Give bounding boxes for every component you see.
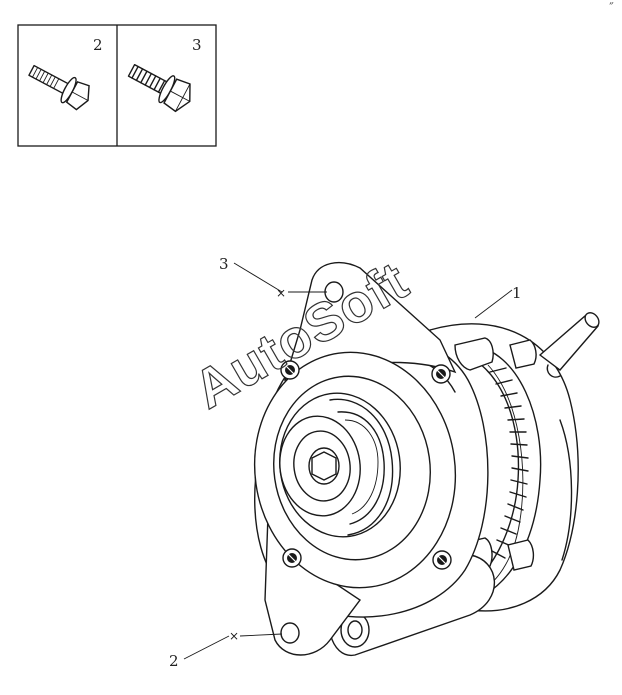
front-screw-bottom-right — [432, 550, 452, 570]
fastener-inset: 2 3 — [17, 24, 217, 147]
x-marker-icon: × — [229, 629, 239, 643]
front-screw-bottom-left — [282, 548, 302, 568]
callout-label-3: 3 — [219, 255, 229, 273]
hex-bolt-icon — [127, 63, 191, 113]
callout-1: 1 — [474, 284, 522, 319]
front-screw-top-left — [280, 360, 300, 380]
callout-2: × 2 — [169, 629, 283, 670]
callout-label-2: 2 — [169, 652, 179, 670]
inset-panel-3: 3 — [127, 36, 202, 113]
x-marker-icon: × — [276, 286, 286, 300]
callout-label-1: 1 — [512, 284, 522, 302]
corner-mark: ˝ — [608, 1, 614, 15]
upper-clamp — [454, 337, 494, 371]
inset-panel-2: 2 — [28, 36, 103, 111]
flange-bolt-icon — [28, 64, 90, 111]
callout-3: × 3 — [219, 255, 327, 300]
alternator — [253, 261, 600, 656]
inset-number-3: 3 — [192, 36, 202, 54]
front-screw-top-right — [431, 364, 451, 384]
inset-number-2: 2 — [93, 36, 103, 54]
terminal-stud — [538, 312, 600, 378]
lower-bolt-hole — [280, 622, 300, 644]
pulley — [279, 392, 401, 538]
fin-slots — [489, 367, 529, 559]
